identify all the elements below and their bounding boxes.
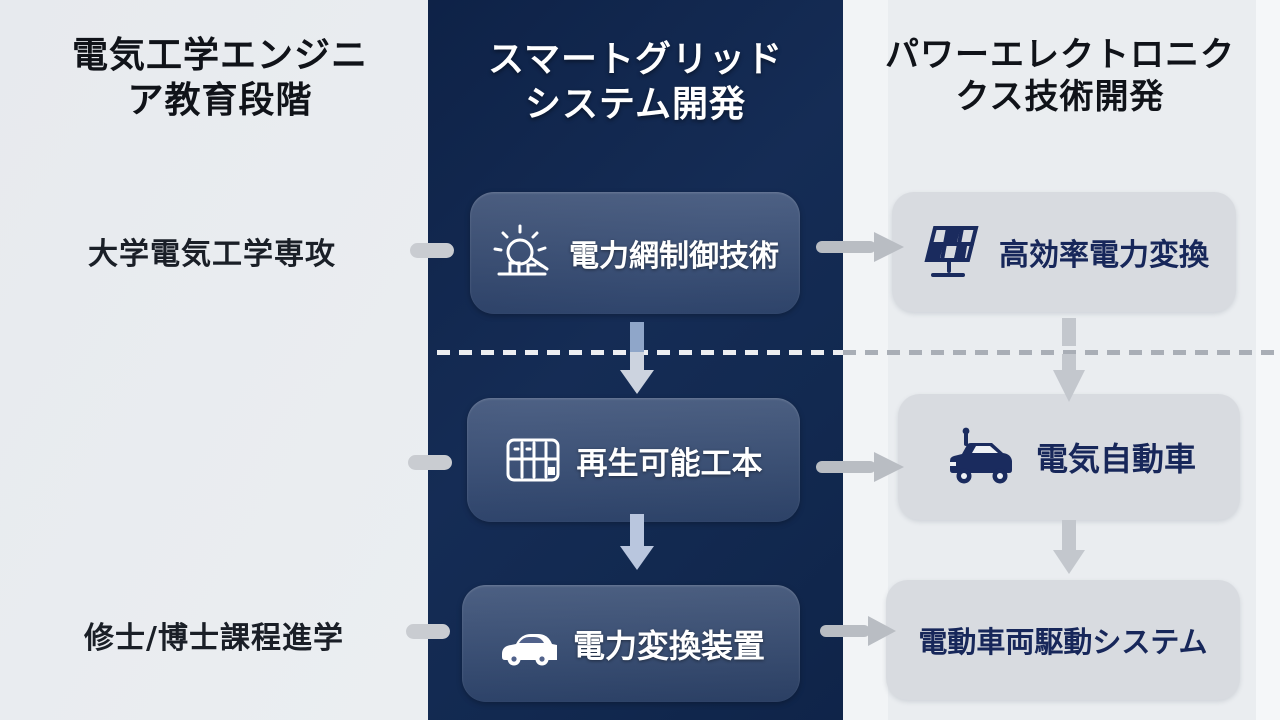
arrow-center-to-right-row2 — [816, 452, 904, 482]
center-box-power-conversion: 電力変換装置 — [462, 585, 800, 702]
right-box-ev-drive-system: 電動車両駆動システム — [886, 580, 1240, 700]
center-box-renewable-label: 再生可能工本 — [576, 445, 763, 482]
left-column-title: 電気工学エンジニ ア教育段階 — [28, 34, 412, 123]
center-box-grid-control-label: 電力網制御技術 — [569, 239, 779, 274]
arrow-center-to-right-row1 — [816, 232, 904, 262]
education-stage-label-university: 大学電気工学専攻 — [88, 237, 336, 272]
dashed-divider-light-segment — [843, 350, 1280, 355]
center-box-power-conversion-label: 電力変換装置 — [572, 626, 765, 665]
center-column-title-line1: スマートグリッド — [488, 39, 783, 80]
connector-left-to-center-row3 — [406, 624, 450, 639]
solar-panel-icon — [506, 438, 559, 482]
arrow-center-box2-to-box3 — [620, 514, 654, 570]
left-column-title-line1: 電気工学エンジニ — [71, 35, 368, 76]
arrow-right-box1-to-box2 — [1053, 318, 1085, 402]
center-box-grid-control: 電力網制御技術 — [470, 192, 800, 314]
right-box-electric-vehicle-label: 電気自動車 — [1035, 440, 1196, 478]
education-stage-label-graduate: 修士/博士課程進学 — [84, 621, 344, 656]
right-column-title-line2: クス技術開発 — [955, 77, 1165, 118]
arrow-center-box1-to-box2 — [620, 322, 654, 394]
right-box-high-efficiency-label: 高効率電力変換 — [999, 238, 1209, 273]
center-column-title: スマートグリッド システム開発 — [433, 38, 838, 127]
right-column-title-line1: パワーエレクトロニク — [885, 35, 1235, 75]
center-box-renewable: 再生可能工本 — [467, 398, 800, 522]
sun-power-grid-icon — [493, 224, 549, 276]
right-column-inner-strip — [843, 0, 888, 720]
center-column-title-line2: システム開発 — [525, 83, 746, 125]
right-column-edge-strip — [1256, 0, 1280, 720]
electric-vehicle-icon — [949, 427, 1012, 484]
car-icon — [501, 633, 557, 665]
left-column-title-line2: ア教育段階 — [127, 79, 313, 121]
right-box-electric-vehicle: 電気自動車 — [898, 394, 1240, 520]
arrow-right-box2-to-box3 — [1053, 520, 1085, 574]
right-column-title: パワーエレクトロニク クス技術開発 — [846, 34, 1274, 118]
arrow-center-to-right-row3 — [820, 616, 896, 646]
connector-left-to-center-row1 — [410, 243, 454, 258]
solar-panel-icon — [924, 226, 979, 277]
right-box-high-efficiency: 高効率電力変換 — [892, 192, 1236, 312]
right-box-ev-drive-system-label: 電動車両駆動システム — [918, 625, 1208, 659]
connector-left-to-center-row2 — [408, 455, 452, 470]
